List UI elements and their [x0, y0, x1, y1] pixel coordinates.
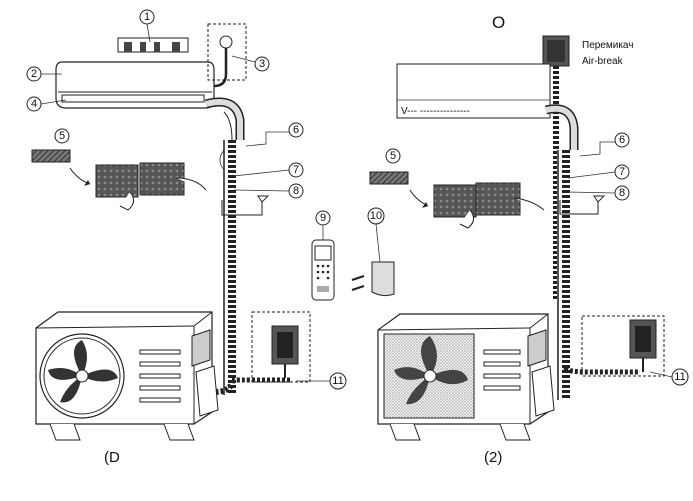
callout-1: 1: [139, 9, 155, 43]
callout-7-right: 7: [567, 164, 630, 180]
svg-text:8: 8: [293, 185, 299, 197]
callout-11-right: 11: [649, 368, 689, 386]
callout-4: 4: [26, 96, 67, 112]
callout-3: 3: [231, 55, 270, 72]
left-diagram: 1 2 3 4 5 6 7: [26, 9, 395, 466]
callout-5-right: 5: [385, 148, 401, 164]
svg-text:9: 9: [320, 212, 326, 224]
svg-text:5: 5: [59, 130, 65, 142]
callout-10: 10: [367, 207, 385, 263]
switch-label-2: Air-break: [582, 56, 624, 67]
mounting-plate: [117, 37, 189, 53]
svg-text:11: 11: [674, 371, 685, 383]
insulation-tape: [31, 149, 71, 163]
svg-text:6: 6: [619, 134, 625, 146]
svg-text:8: 8: [619, 187, 625, 199]
svg-text:5: 5: [390, 150, 396, 162]
svg-text:2: 2: [31, 68, 37, 80]
indoor-unit-text: V--- ---------------: [401, 106, 470, 117]
svg-text:6: 6: [293, 124, 299, 136]
svg-text:7: 7: [619, 166, 625, 178]
pipe-bend-right: [544, 104, 579, 150]
breaker-box: [251, 311, 311, 383]
callout-5: 5: [54, 128, 70, 144]
air-filters-right: [433, 182, 545, 229]
callout-2: 2: [26, 66, 62, 82]
svg-text:4: 4: [31, 98, 37, 110]
svg-text:3: 3: [259, 58, 265, 70]
right-diagram: O Перемикач Air-break V--- -------------…: [369, 13, 689, 466]
outdoor-unit-right: [377, 313, 555, 441]
callout-6: 6: [245, 122, 304, 147]
pipe-bundle: [200, 140, 292, 395]
pipe-bend: [204, 97, 245, 141]
air-break-switch: Перемикач Air-break: [542, 35, 633, 67]
fan-blades: [48, 340, 118, 403]
remote-holder: [351, 261, 395, 297]
callout-6-right: 6: [579, 132, 630, 157]
svg-text:10: 10: [370, 210, 382, 222]
insulation-tape-right: [369, 171, 409, 185]
breaker-box-right: [581, 315, 665, 377]
caption-right: (2): [484, 449, 502, 466]
callout-11: 11: [296, 372, 347, 390]
caption-left: (D: [104, 449, 120, 466]
switch-label-1: Перемикач: [582, 40, 633, 51]
svg-text:7: 7: [293, 164, 299, 176]
air-filters: [95, 162, 207, 211]
power-socket: [207, 23, 247, 88]
callout-7: 7: [233, 162, 304, 178]
indoor-unit: [55, 61, 215, 109]
top-label: O: [492, 13, 505, 32]
fan-blades-right: [394, 336, 468, 405]
indoor-unit-box: V--- ---------------: [396, 63, 551, 119]
svg-text:11: 11: [332, 375, 343, 387]
callout-9: 9: [315, 210, 331, 240]
callout-8: 8: [233, 183, 304, 199]
svg-text:1: 1: [144, 11, 150, 23]
remote-control: [311, 239, 335, 301]
outdoor-unit: [35, 311, 219, 441]
callout-8-right: 8: [567, 185, 630, 201]
drain-hose: [221, 195, 270, 216]
